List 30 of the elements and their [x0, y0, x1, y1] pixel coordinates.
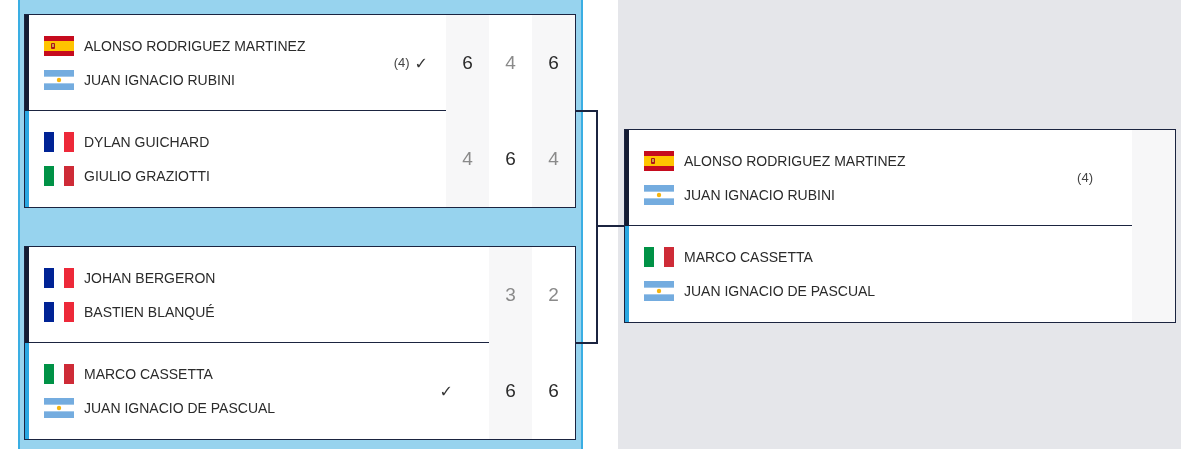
- set-score: 6: [548, 52, 559, 74]
- set-score: 4: [548, 148, 559, 170]
- bracket-connector: [575, 225, 625, 344]
- player-name: JUAN IGNACIO RUBINI: [684, 186, 835, 204]
- player-name: JOHAN BERGERON: [84, 269, 216, 287]
- winner-check-mark: ✓: [439, 381, 453, 401]
- set-score: 4: [505, 52, 516, 74]
- set-score: 6: [505, 380, 516, 402]
- player-name: BASTIEN BLANQUÉ: [84, 303, 215, 321]
- match-card: [624, 129, 1176, 323]
- set-score: 4: [462, 148, 473, 170]
- player-name: DYLAN GUICHARD: [84, 133, 210, 151]
- set-score: 6: [505, 148, 516, 170]
- player-name: MARCO CASSETTA: [84, 365, 213, 383]
- match-card: [24, 14, 576, 208]
- set-score: 2: [548, 284, 559, 306]
- player-name: ALONSO RODRIGUEZ MARTINEZ: [684, 152, 906, 170]
- player-name: GIULIO GRAZIOTTI: [84, 167, 210, 185]
- player-name: JUAN IGNACIO RUBINI: [84, 71, 235, 89]
- player-name: JUAN IGNACIO DE PASCUAL: [84, 399, 276, 417]
- set-score: 6: [462, 52, 473, 74]
- set-score: 3: [505, 284, 516, 306]
- player-name: MARCO CASSETTA: [684, 248, 813, 266]
- player-name: JUAN IGNACIO DE PASCUAL: [684, 282, 876, 300]
- player-name: ALONSO RODRIGUEZ MARTINEZ: [84, 37, 306, 55]
- seed-number: (4): [1077, 170, 1093, 186]
- match-card: [24, 246, 576, 440]
- set-score: 6: [548, 380, 559, 402]
- winner-check-mark: ✓: [414, 53, 428, 73]
- seed-number: (4): [393, 55, 410, 71]
